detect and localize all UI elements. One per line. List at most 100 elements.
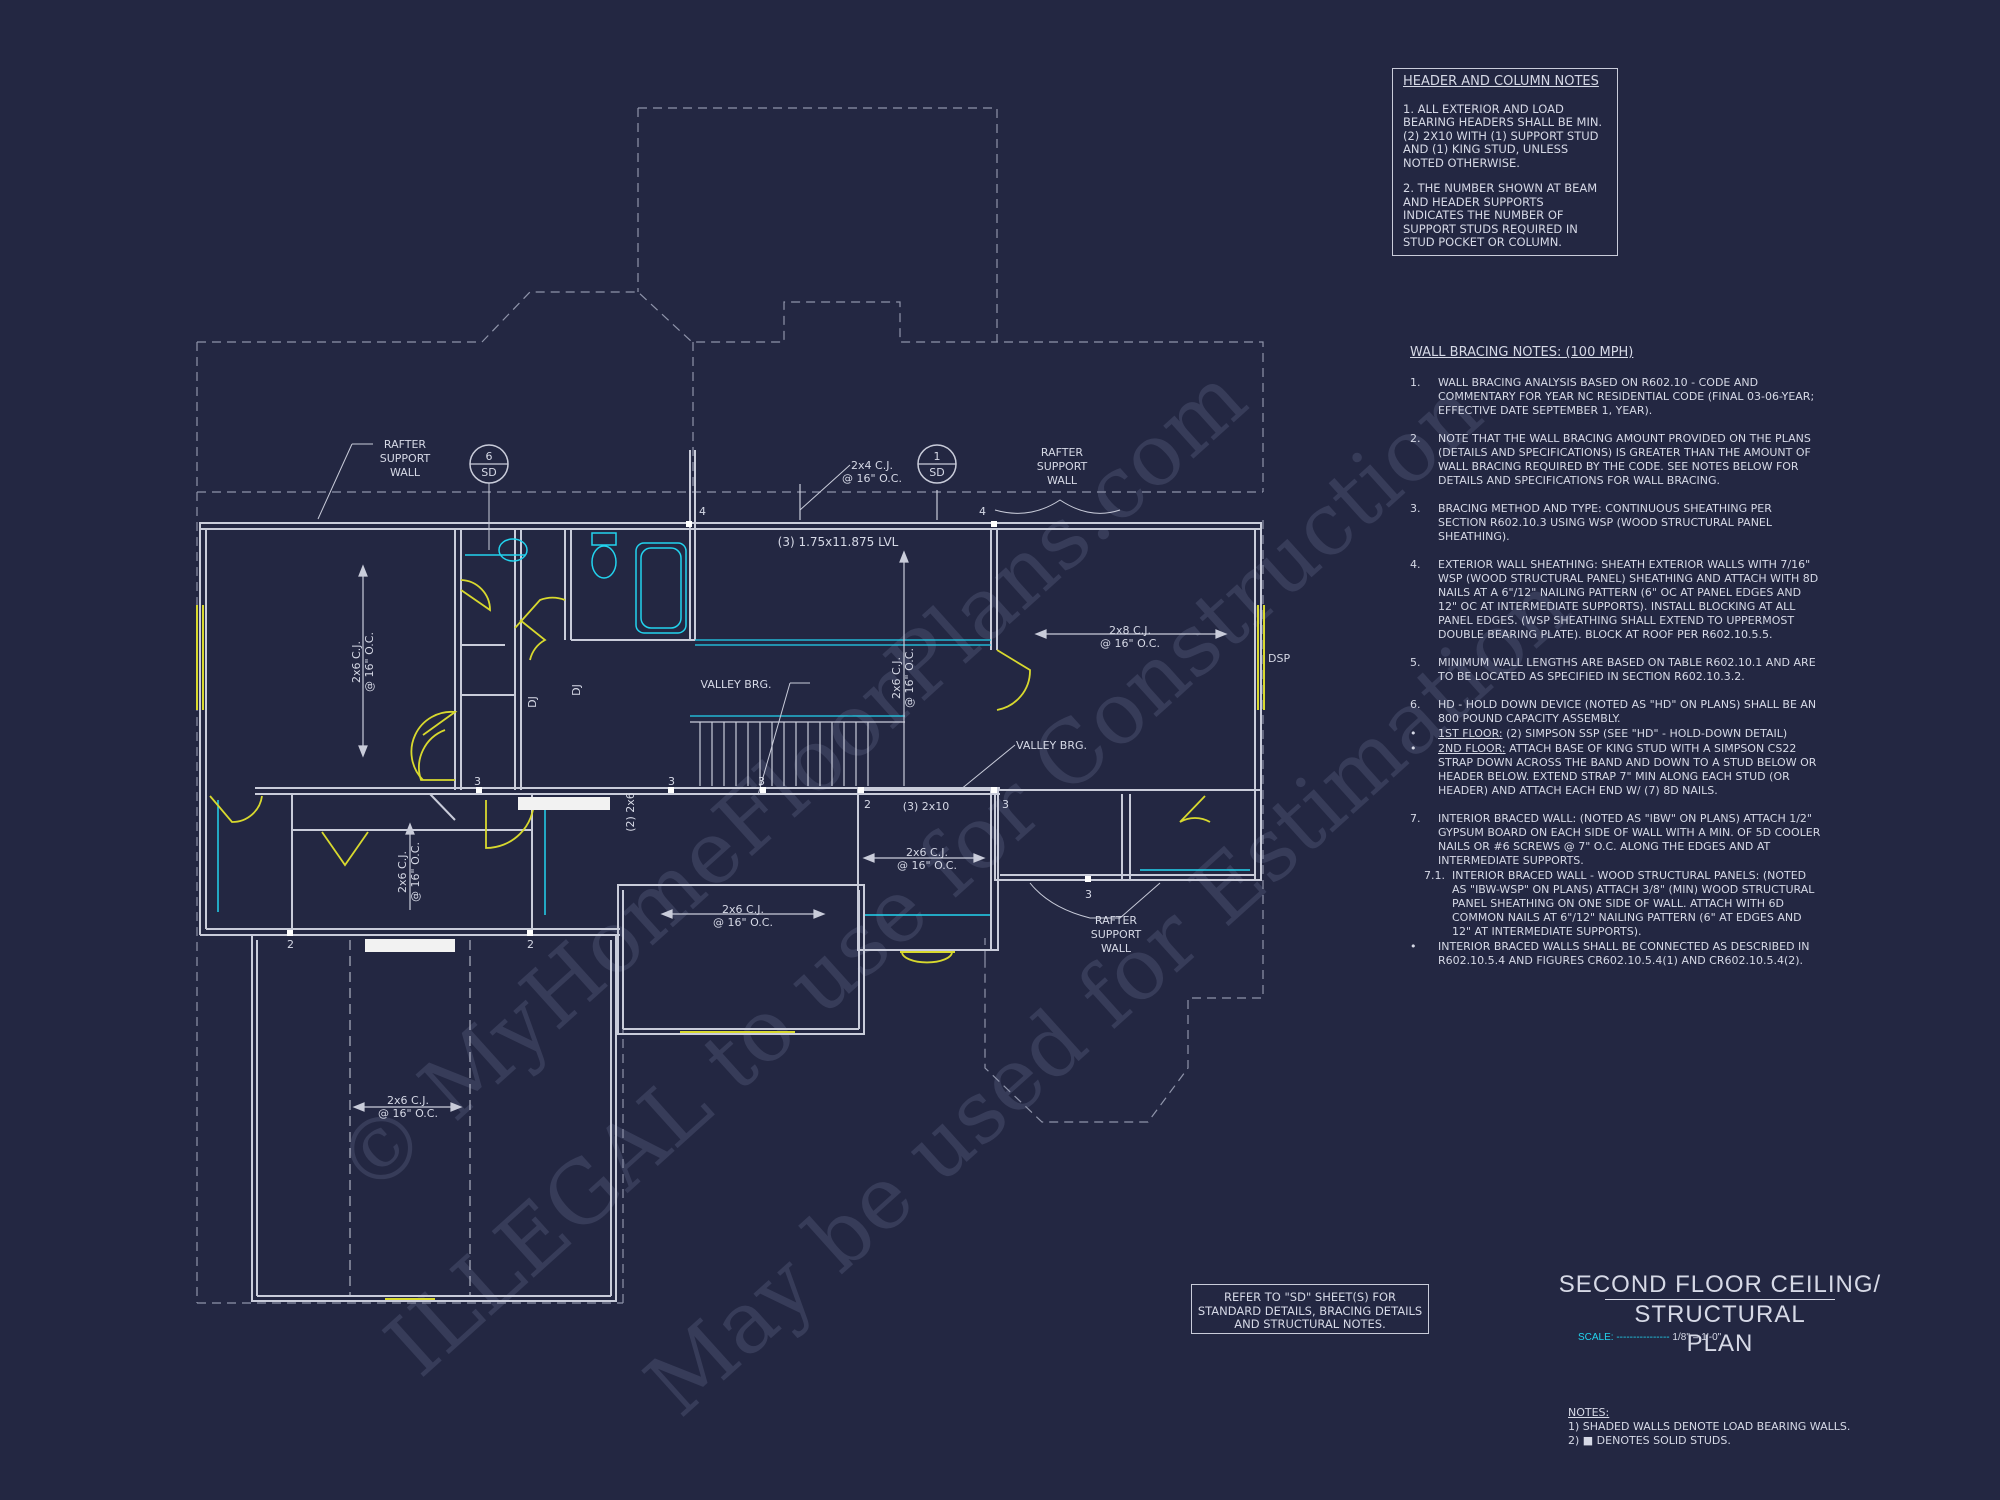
stud-count: 4 <box>699 505 706 518</box>
bracing-note: 6. HD - HOLD DOWN DEVICE (NOTED AS "HD" … <box>1410 698 1822 726</box>
rafter-label-line2: SUPPORT <box>380 452 431 465</box>
bracing-note-number: 6. <box>1410 698 1421 711</box>
bullet-label: 1ST FLOOR: <box>1438 727 1503 740</box>
bracing-note-text: EXTERIOR WALL SHEATHING: SHEATH EXTERIOR… <box>1438 558 1819 641</box>
lvl-beam-label: (3) 1.75x11.875 LVL <box>778 535 899 549</box>
cj-2x6-spacing: @ 16" O.C. <box>903 648 916 708</box>
sheet-title-line1: SECOND FLOOR CEILING/ <box>1558 1271 1882 1298</box>
bracing-note-text: NOTE THAT THE WALL BRACING AMOUNT PROVID… <box>1438 432 1811 487</box>
bracing-bullet-text: 1ST FLOOR: (2) SIMPSON SSP (SEE "HD" - H… <box>1438 727 1787 741</box>
cj-2x4-spacing: @ 16" O.C. <box>842 472 902 485</box>
bracing-note-number: 5. <box>1410 656 1421 669</box>
detail-marker-bottom: SD <box>481 466 496 479</box>
dj-label: DJ <box>526 696 539 708</box>
bracing-note-text: INTERIOR BRACED WALL - WOOD STRUCTURAL P… <box>1452 869 1815 938</box>
stud-count: 3 <box>1002 798 1009 811</box>
detail-marker-top: 1 <box>934 450 941 463</box>
bracing-note-number: 3. <box>1410 502 1421 515</box>
bracing-bullet: • 1ST FLOOR: (2) SIMPSON SSP (SEE "HD" -… <box>1410 727 1822 741</box>
header-2x6-label: (2) 2x6 <box>624 792 637 832</box>
cj-2x6-spacing: @ 16" O.C. <box>713 916 773 929</box>
stair <box>690 715 905 786</box>
rafter-label-line1: RAFTER <box>1041 446 1084 459</box>
footnotes-title: NOTES: <box>1568 1406 1610 1419</box>
cj-2x6-spacing: @ 16" O.C. <box>409 842 422 902</box>
bracing-note-text: MINIMUM WALL LENGTHS ARE BASED ON TABLE … <box>1438 656 1816 683</box>
cj-2x6-label: 2x6 C.J. <box>396 851 409 893</box>
cj-2x6-spacing: @ 16" O.C. <box>363 632 376 692</box>
cj-2x8-spacing: @ 16" O.C. <box>1100 637 1160 650</box>
sheet-title: SECOND FLOOR CEILING/ STRUCTURAL PLAN <box>1530 1270 1910 1358</box>
wall-bracing-notes: WALL BRACING NOTES: (100 MPH) 1. WALL BR… <box>1410 346 1822 982</box>
detail-marker-1sd: 1 SD <box>917 444 957 484</box>
stud-count: 2 <box>287 938 294 951</box>
plan-labels: RAFTER SUPPORT WALL RAFTER SUPPORT WALL … <box>287 438 1290 1120</box>
dj-label: DJ <box>570 684 583 696</box>
cj-2x6-spacing: @ 16" O.C. <box>378 1107 438 1120</box>
cj-2x6-label: 2x6 C.J. <box>890 657 903 699</box>
label-tags <box>365 797 610 952</box>
header-2x10-label: (3) 2x10 <box>903 800 950 813</box>
bracing-note: 4. EXTERIOR WALL SHEATHING: SHEATH EXTER… <box>1410 558 1822 642</box>
bracing-bullet: • 2ND FLOOR: ATTACH BASE OF KING STUD WI… <box>1410 742 1822 798</box>
valley-brg-label: VALLEY BRG. <box>1016 739 1087 752</box>
bullet-label: 2ND FLOOR: <box>1438 742 1506 755</box>
cj-2x6-label: 2x6 C.J. <box>722 903 764 916</box>
bullet-body: ATTACH BASE OF KING STUD WITH A SIMPSON … <box>1438 742 1817 797</box>
walls <box>199 450 1262 1302</box>
footnotes: NOTES: 1) SHADED WALLS DENOTE LOAD BEARI… <box>1568 1406 1850 1448</box>
rafter-label-line3: WALL <box>390 466 421 479</box>
stud-count: 4 <box>979 505 986 518</box>
bracing-subnote: 7.1. INTERIOR BRACED WALL - WOOD STRUCTU… <box>1410 869 1822 939</box>
detail-marker-6sd: 6 SD <box>469 444 509 550</box>
watermark-line-1: © MyHomeFloorPlans.com <box>317 348 1265 1216</box>
rafter-label-line3: WALL <box>1101 942 1132 955</box>
dsp-label: DSP <box>1268 652 1290 665</box>
header-note-1: 1. ALL EXTERIOR AND LOAD BEARING HEADERS… <box>1403 101 1603 170</box>
bracing-note-number: 7.1. <box>1424 869 1445 882</box>
bracing-note-number: 1. <box>1410 376 1421 389</box>
stud-count: 2 <box>527 938 534 951</box>
bracing-title: WALL BRACING NOTES: (100 MPH) <box>1410 345 1634 360</box>
roof-outline-dashed <box>196 107 1264 1304</box>
stud-count: 3 <box>668 775 675 788</box>
footnote-2: 2) ■ DENOTES SOLID STUDS. <box>1568 1434 1731 1447</box>
bracing-note-number: 4. <box>1410 558 1421 571</box>
detail-marker-top: 6 <box>486 450 493 463</box>
footnote-1: 1) SHADED WALLS DENOTE LOAD BEARING WALL… <box>1568 1420 1851 1433</box>
bath-fixtures <box>217 532 1250 916</box>
bracing-note: 2. NOTE THAT THE WALL BRACING AMOUNT PRO… <box>1410 432 1822 488</box>
leaders <box>317 443 1161 919</box>
bracing-bullet-text: INTERIOR BRACED WALLS SHALL BE CONNECTED… <box>1438 940 1810 967</box>
rafter-label-line2: SUPPORT <box>1037 460 1088 473</box>
watermark-line-2: ILLEGAL to use for Construction <box>367 361 1501 1396</box>
scale-label: SCALE: ---------------- <box>1578 1332 1670 1343</box>
stud-count: 3 <box>474 775 481 788</box>
scale-value: 1/8" = 1'-0" <box>1669 1332 1722 1343</box>
bracing-bullet: • INTERIOR BRACED WALLS SHALL BE CONNECT… <box>1410 940 1822 968</box>
cj-2x4-label: 2x4 C.J. <box>851 459 893 472</box>
header-note-2: 2. THE NUMBER SHOWN AT BEAM AND HEADER S… <box>1403 181 1598 249</box>
windows <box>196 605 1265 1300</box>
header-notes-title: HEADER AND COLUMN NOTES <box>1403 74 1599 89</box>
cj-2x6-label: 2x6 C.J. <box>906 846 948 859</box>
cj-2x6-label: 2x6 C.J. <box>387 1094 429 1107</box>
sheet-title-line2: STRUCTURAL PLAN <box>1605 1299 1835 1358</box>
bracing-note-text: HD - HOLD DOWN DEVICE (NOTED AS "HD" ON … <box>1438 698 1817 725</box>
bracing-note-number: 7. <box>1410 812 1421 825</box>
stud-count: 3 <box>758 775 765 788</box>
bracing-note-text: INTERIOR BRACED WALL: (NOTED AS "IBW" ON… <box>1438 812 1821 867</box>
scale-note: SCALE: ---------------- 1/8" = 1'-0" <box>1578 1332 1721 1343</box>
bracing-note: 5. MINIMUM WALL LENGTHS ARE BASED ON TAB… <box>1410 656 1822 684</box>
bracing-bullet-text: 2ND FLOOR: ATTACH BASE OF KING STUD WITH… <box>1438 742 1822 798</box>
bullet-icon: • <box>1410 727 1417 740</box>
cj-2x6-spacing: @ 16" O.C. <box>897 859 957 872</box>
valley-brg-label: VALLEY BRG. <box>701 678 772 691</box>
stud-count: 2 <box>864 798 871 811</box>
detail-marker-bottom: SD <box>929 466 944 479</box>
rafter-label-line3: WALL <box>1047 474 1078 487</box>
cj-2x8-label: 2x8 C.J. <box>1109 624 1151 637</box>
bullet-body: (2) SIMPSON SSP (SEE "HD" - HOLD-DOWN DE… <box>1502 727 1788 740</box>
bracing-note-text: BRACING METHOD AND TYPE: CONTINUOUS SHEA… <box>1438 502 1773 543</box>
